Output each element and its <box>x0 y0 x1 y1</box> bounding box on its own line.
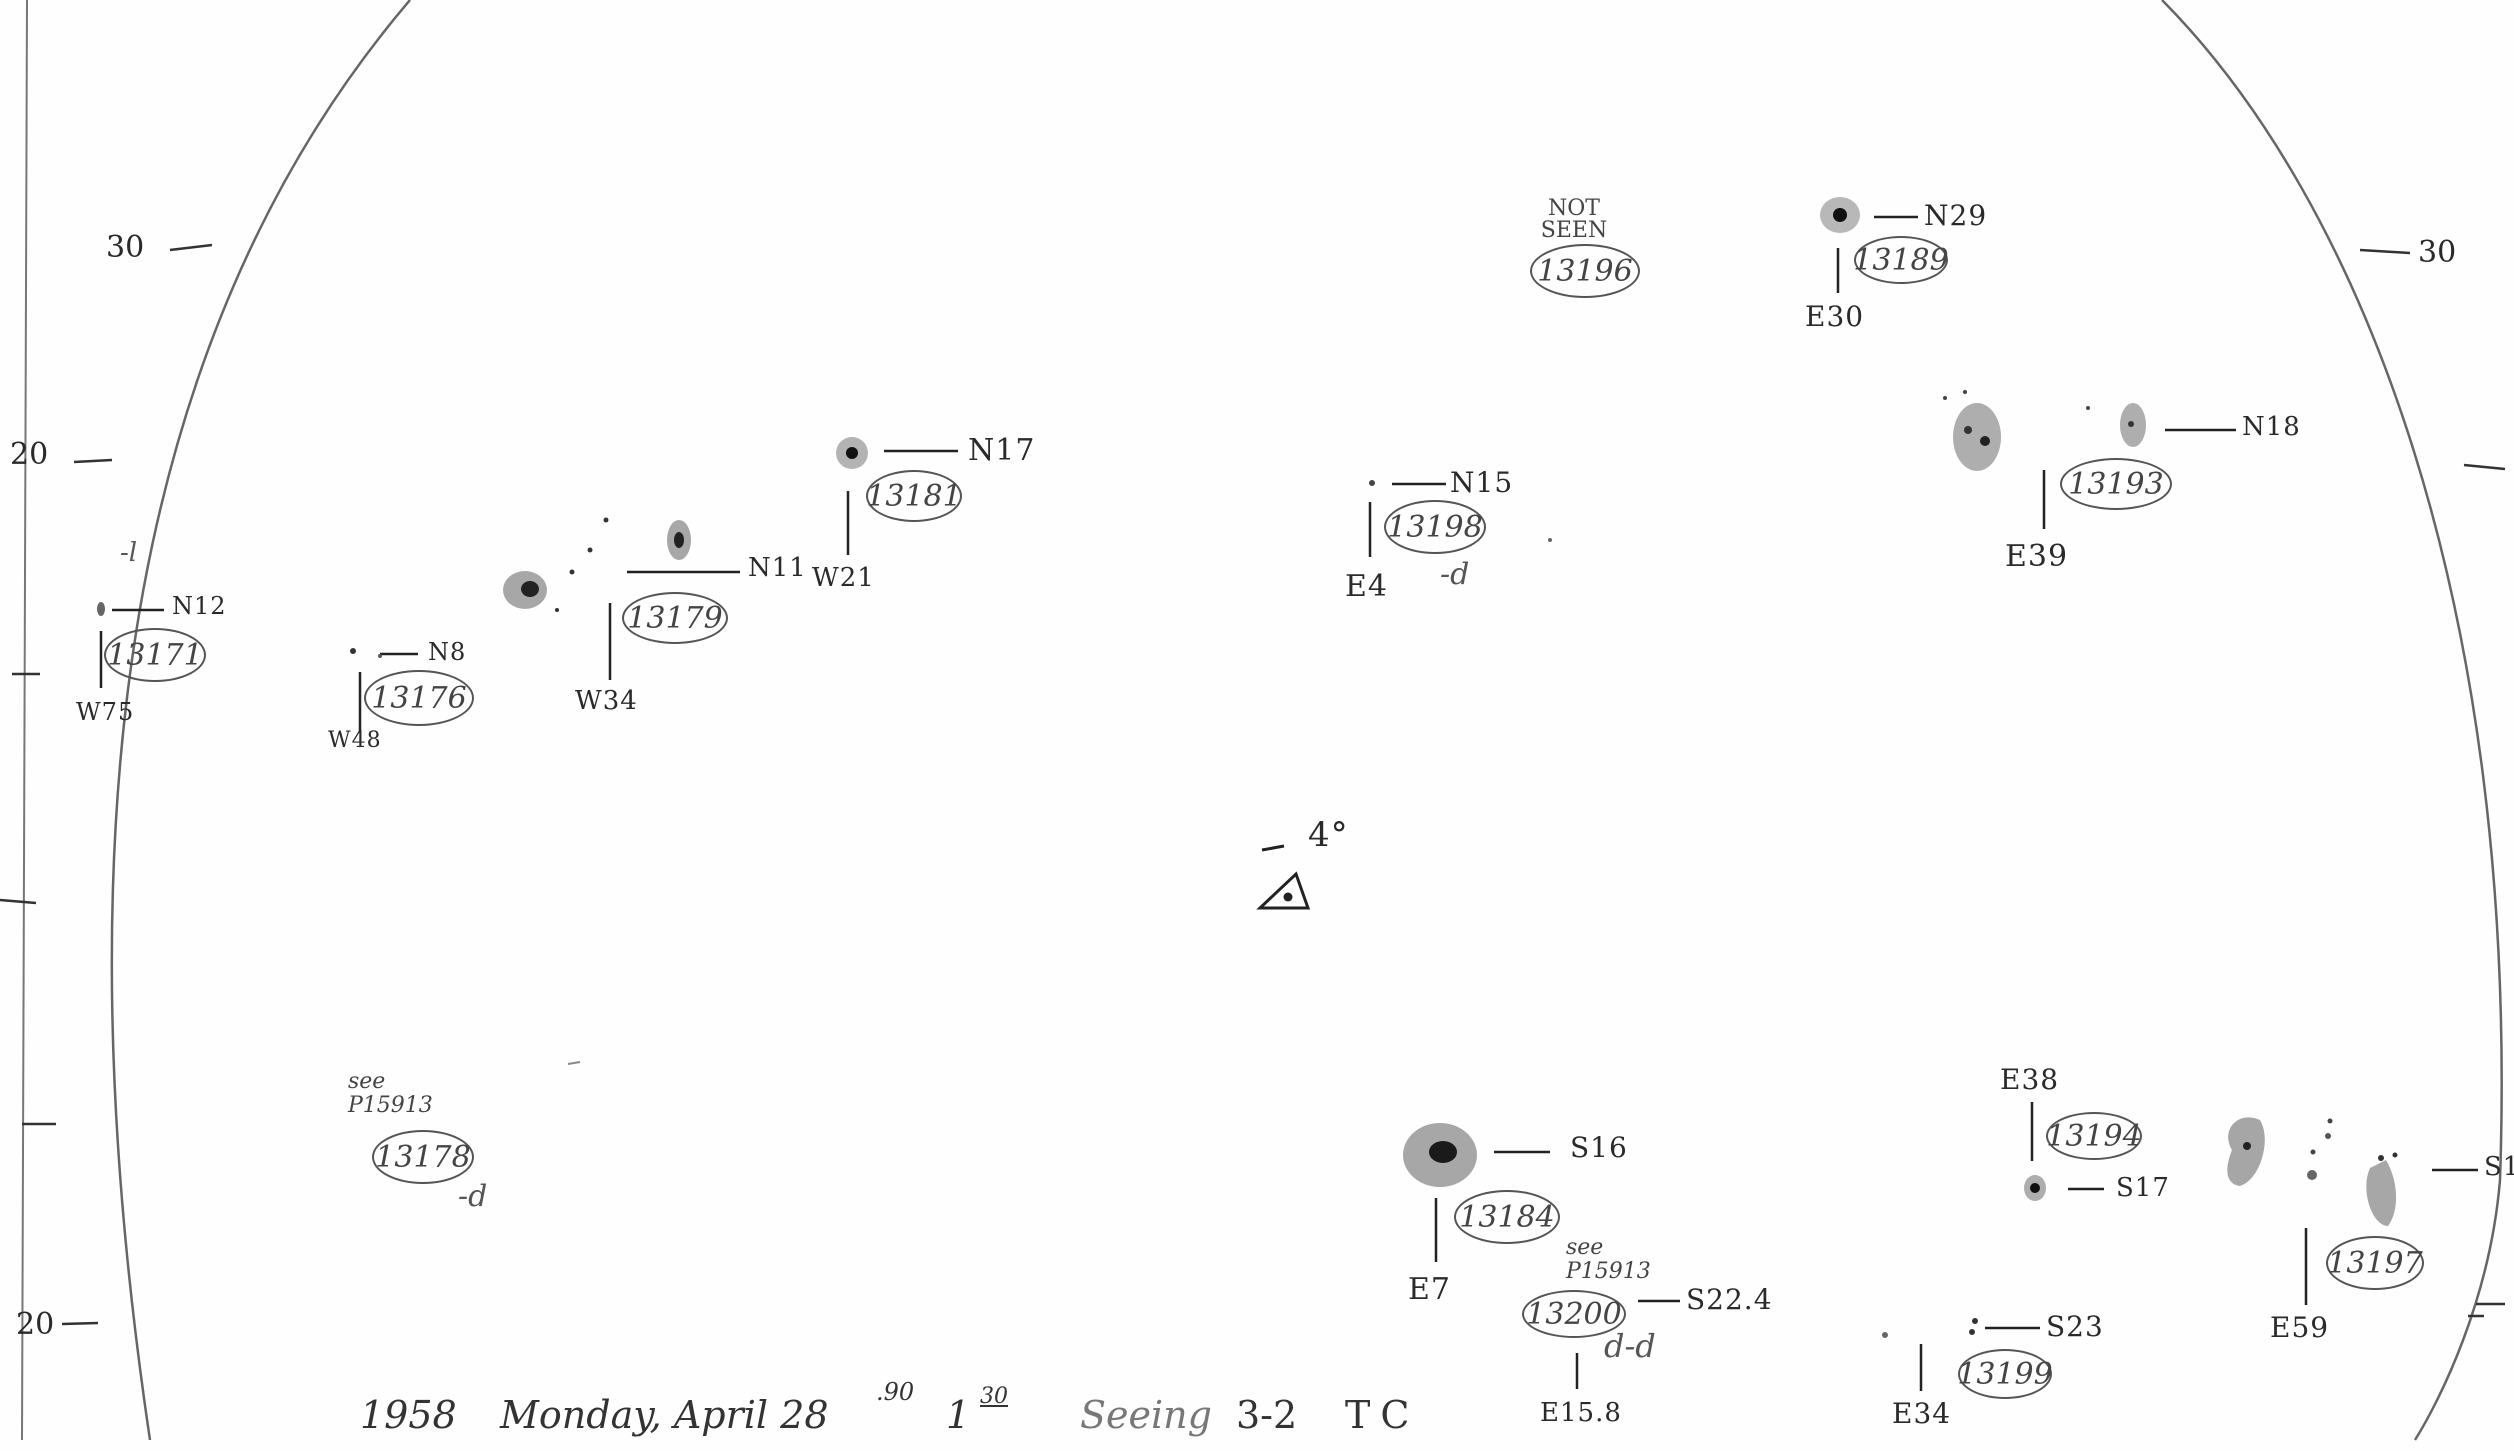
region-13176-number: 13176 <box>364 670 474 726</box>
caption-seeing-value: 3-2 <box>1236 1393 1298 1437</box>
region-13194-longitude: E38 <box>2000 1063 2060 1096</box>
region-13171-number: 13171 <box>104 628 206 682</box>
region-13178-reference-note: see P15913 <box>348 1069 433 1118</box>
region-13193-latitude: N18 <box>2242 412 2301 442</box>
region-13189-latitude: N29 <box>1924 199 1988 232</box>
region-13179-longitude: W34 <box>575 686 638 716</box>
region-13171-latitude: N12 <box>172 592 227 620</box>
region-13200-latitude: S22.4 <box>1686 1283 1773 1316</box>
caption-date-fraction: .90 <box>876 1378 915 1406</box>
region-13189-longitude: E30 <box>1805 300 1865 333</box>
region-13179-number: 13179 <box>622 592 728 644</box>
region-13194-latitude: S17 <box>2116 1173 2170 1203</box>
scale-label-30-left: 30 <box>106 230 145 265</box>
region-13198-number: 13198 <box>1384 500 1486 554</box>
caption-year: 1958 <box>360 1393 457 1437</box>
region-13171-note: -l <box>120 538 138 568</box>
region-13189-number: 13189 <box>1853 236 1949 284</box>
region-13171-longitude: W75 <box>76 698 135 726</box>
center-marker-triangle <box>1256 844 1311 910</box>
region-13184-number: 13184 <box>1454 1190 1560 1244</box>
caption-observer: TC <box>1345 1393 1420 1437</box>
region-13198-latitude: N15 <box>1450 466 1514 499</box>
region-13194-number: 13194 <box>2046 1112 2142 1160</box>
region-13193-number: 13193 <box>2060 458 2172 510</box>
region-13178-note: -d <box>458 1179 488 1214</box>
region-13179-latitude: N11 <box>748 553 807 583</box>
region-13198-note: -d <box>1440 557 1470 592</box>
region-13193-longitude: E39 <box>2005 539 2069 574</box>
region-13176-latitude: N8 <box>428 638 467 666</box>
region-13198-longitude: E4 <box>1345 569 1388 604</box>
region-13200-longitude: E15.8 <box>1540 1398 1622 1428</box>
region-13184-longitude: E7 <box>1408 1272 1451 1307</box>
region-13184-latitude: S16 <box>1570 1131 1628 1164</box>
region-13181-latitude: N17 <box>968 433 1036 468</box>
region-13196-not-seen-note: NOT SEEN <box>1540 196 1608 243</box>
caption-seeing-label: Seeing <box>1080 1393 1212 1437</box>
region-13200-note: d-d <box>1604 1327 1656 1365</box>
scale-label-20-left-bottom: 20 <box>16 1307 55 1342</box>
region-13197-longitude: E59 <box>2270 1311 2330 1344</box>
region-13196-number: 13196 <box>1530 244 1640 298</box>
region-13176-longitude: W48 <box>328 728 382 753</box>
region-13178-number: 13178 <box>372 1130 474 1184</box>
caption-date: Monday, April 28 <box>500 1393 829 1437</box>
caption-time-minutes: 30 <box>980 1384 1008 1409</box>
scale-label-20-left-top: 20 <box>10 437 49 472</box>
region-13200-reference-note: see P15913 <box>1566 1235 1651 1284</box>
region-13199-number: 13199 <box>1957 1349 2053 1399</box>
scale-label-30-right: 30 <box>2418 235 2457 270</box>
region-13197-latitude: S1 <box>2484 1152 2514 1182</box>
sunspot-marks <box>97 197 2398 1338</box>
region-13197-number: 13197 <box>2326 1236 2424 1290</box>
region-13181-longitude: W21 <box>812 563 875 593</box>
region-13181-number: 13181 <box>866 470 962 522</box>
caption-time: 1 <box>946 1393 971 1437</box>
region-13200-number: 13200 <box>1522 1290 1626 1338</box>
center-marker-label: 4° <box>1308 815 1349 855</box>
region-13199-longitude: E34 <box>1892 1397 1952 1430</box>
region-13199-latitude: S23 <box>2046 1310 2104 1343</box>
